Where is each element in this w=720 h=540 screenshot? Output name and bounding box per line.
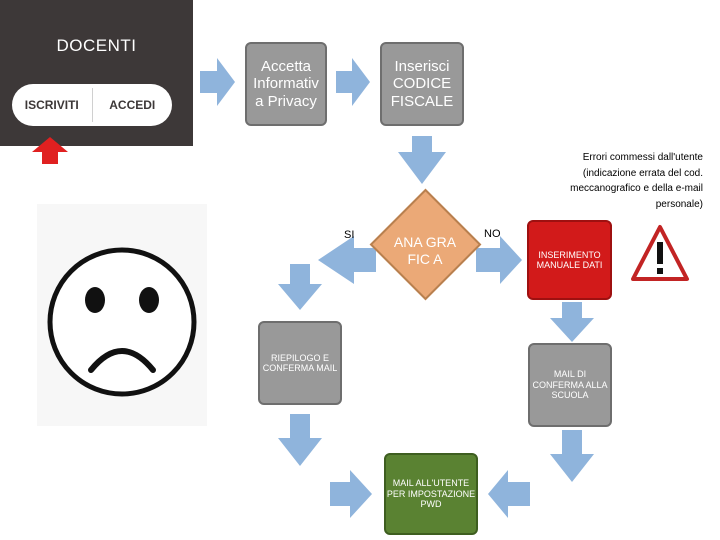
sad-face-icon — [37, 204, 207, 426]
arrow-down-icon — [550, 430, 594, 482]
warning-icon — [631, 225, 689, 281]
arrow-down-icon — [278, 414, 322, 466]
step-mail-impostazione-pwd: MAIL ALL'UTENTE PER IMPOSTAZIONE PWD — [384, 453, 478, 535]
decision-anagrafica-label: ANA GRA FIC A — [393, 233, 457, 268]
arrow-right-icon — [200, 58, 235, 106]
branch-yes-label: SI — [344, 229, 355, 241]
step-mail-conferma-scuola: MAIL DI CONFERMA ALLA SCUOLA — [528, 343, 612, 427]
docenti-panel: DOCENTI ISCRIVITI ACCEDI — [0, 0, 193, 146]
arrow-up-icon — [32, 137, 68, 164]
arrow-right-icon — [476, 236, 522, 284]
step-inserisci-codice-fiscale: Inserisci CODICE FISCALE — [380, 42, 464, 126]
signup-button[interactable]: ISCRIVITI — [24, 98, 79, 112]
arrow-left-icon — [318, 236, 376, 284]
arrow-right-icon — [330, 470, 372, 518]
arrow-right-icon — [336, 58, 370, 106]
docenti-title: DOCENTI — [56, 36, 137, 55]
auth-pill: ISCRIVITI ACCEDI — [12, 84, 172, 126]
step-inserimento-manuale: INSERIMENTO MANUALE DATI — [527, 220, 612, 300]
step-riepilogo-conferma: RIEPILOGO E CONFERMA MAIL — [258, 321, 342, 405]
branch-no-label: NO — [484, 228, 501, 240]
login-button[interactable]: ACCEDI — [109, 98, 156, 112]
step-accetta-privacy: Accetta Informativ a Privacy — [245, 42, 327, 126]
pill-divider — [91, 88, 93, 122]
error-note: Errori commessi dall'utente (indicazione… — [570, 152, 703, 210]
arrow-down-icon — [278, 264, 322, 310]
arrow-left-icon — [488, 470, 530, 518]
arrow-down-icon — [550, 302, 594, 342]
arrow-down-icon — [398, 136, 446, 184]
